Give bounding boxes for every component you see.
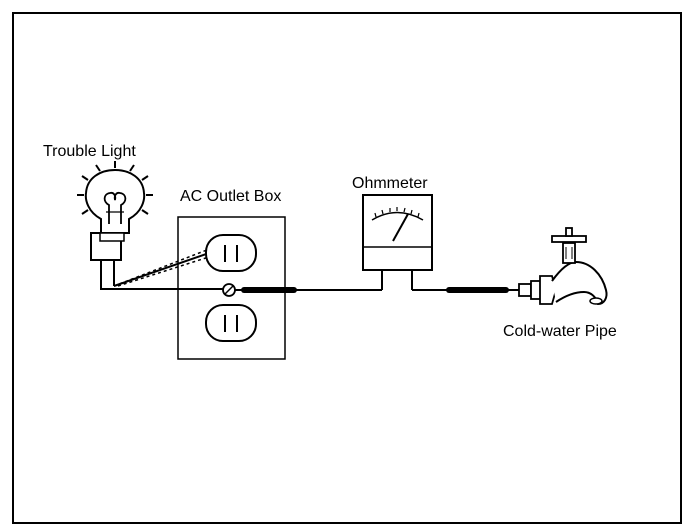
test-lead-right [411, 270, 520, 293]
label-cold-water-pipe: Cold-water Pipe [503, 323, 617, 340]
frame-border [12, 12, 682, 524]
outlet-receptacle-lower [205, 304, 257, 342]
cold-water-pipe-icon [518, 227, 608, 306]
test-lead-left [235, 270, 383, 293]
trouble-light-icon [77, 161, 153, 261]
ground-screw-icon [222, 283, 236, 297]
label-ac-outlet-box: AC Outlet Box [180, 188, 281, 205]
trouble-light-cord [100, 247, 226, 290]
label-trouble-light: Trouble Light [43, 143, 136, 160]
outlet-receptacle-upper [205, 234, 257, 272]
label-ohmmeter: Ohmmeter [352, 175, 428, 192]
ohmmeter-icon [362, 194, 433, 271]
